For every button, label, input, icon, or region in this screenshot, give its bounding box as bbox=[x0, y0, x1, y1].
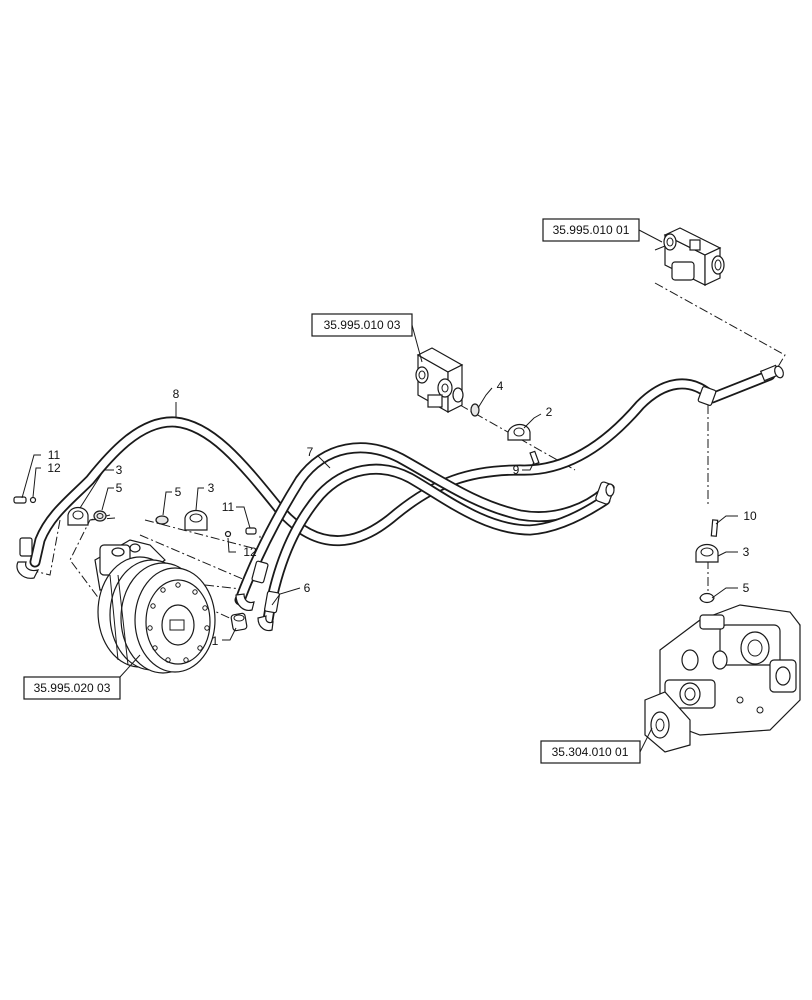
callout-4: 4 bbox=[497, 379, 504, 393]
callout-12-left: 12 bbox=[47, 461, 61, 475]
fitting-1 bbox=[230, 612, 248, 632]
travel-motor bbox=[94, 539, 216, 674]
callout-6: 6 bbox=[304, 581, 311, 595]
valve-block-mid bbox=[415, 347, 464, 414]
left-clamp-parts bbox=[13, 496, 107, 526]
valve-block-top bbox=[654, 227, 725, 286]
callout-12-middle: 12 bbox=[243, 545, 257, 559]
ref-label-pump: 35.304.010 01 bbox=[552, 745, 629, 759]
callout-3-left: 3 bbox=[116, 463, 123, 477]
hose-6 bbox=[262, 463, 611, 626]
callout-8: 8 bbox=[173, 387, 180, 401]
callout-3-right: 3 bbox=[743, 545, 750, 559]
callout-1: 1 bbox=[212, 634, 219, 648]
callout-5-left: 5 bbox=[116, 481, 123, 495]
callout-11-left: 11 bbox=[48, 448, 61, 462]
ref-label-valve-mid: 35.995.010 03 bbox=[324, 318, 401, 332]
callout-7: 7 bbox=[307, 445, 314, 459]
callout-9: 9 bbox=[513, 463, 520, 477]
hose-8 bbox=[29, 378, 716, 568]
ref-box-valve-mid[interactable]: 35.995.010 03 bbox=[311, 313, 413, 337]
hose-end-fittings-mid bbox=[595, 481, 615, 505]
callout-labels: 8 7 6 4 2 9 10 3 5 11 12 3 5 5 3 11 12 1 bbox=[47, 379, 757, 648]
ref-label-valve-top: 35.995.010 01 bbox=[553, 223, 630, 237]
motor-bolts bbox=[147, 582, 210, 663]
callout-10: 10 bbox=[743, 509, 757, 523]
ref-box-valve-top[interactable]: 35.995.010 01 bbox=[542, 218, 640, 242]
parts-4-2-9 bbox=[470, 403, 540, 466]
pump-clamp-parts bbox=[695, 519, 719, 604]
callout-3-middle: 3 bbox=[208, 481, 215, 495]
ref-box-motor[interactable]: 35.995.020 03 bbox=[23, 676, 121, 700]
callout-5-middle: 5 bbox=[175, 485, 182, 499]
hose-fittings-lower bbox=[16, 537, 280, 632]
middle-clamp-parts bbox=[155, 509, 257, 538]
hose-7 bbox=[234, 442, 611, 606]
callout-2: 2 bbox=[546, 405, 553, 419]
callout-11-middle: 11 bbox=[222, 500, 235, 514]
hydraulic-pump bbox=[644, 604, 801, 753]
leader-lines bbox=[21, 229, 738, 753]
ref-label-motor: 35.995.020 03 bbox=[34, 681, 111, 695]
callout-5-right: 5 bbox=[743, 581, 750, 595]
hose-end-top-right bbox=[697, 364, 784, 406]
ref-box-pump[interactable]: 35.304.010 01 bbox=[540, 740, 641, 764]
